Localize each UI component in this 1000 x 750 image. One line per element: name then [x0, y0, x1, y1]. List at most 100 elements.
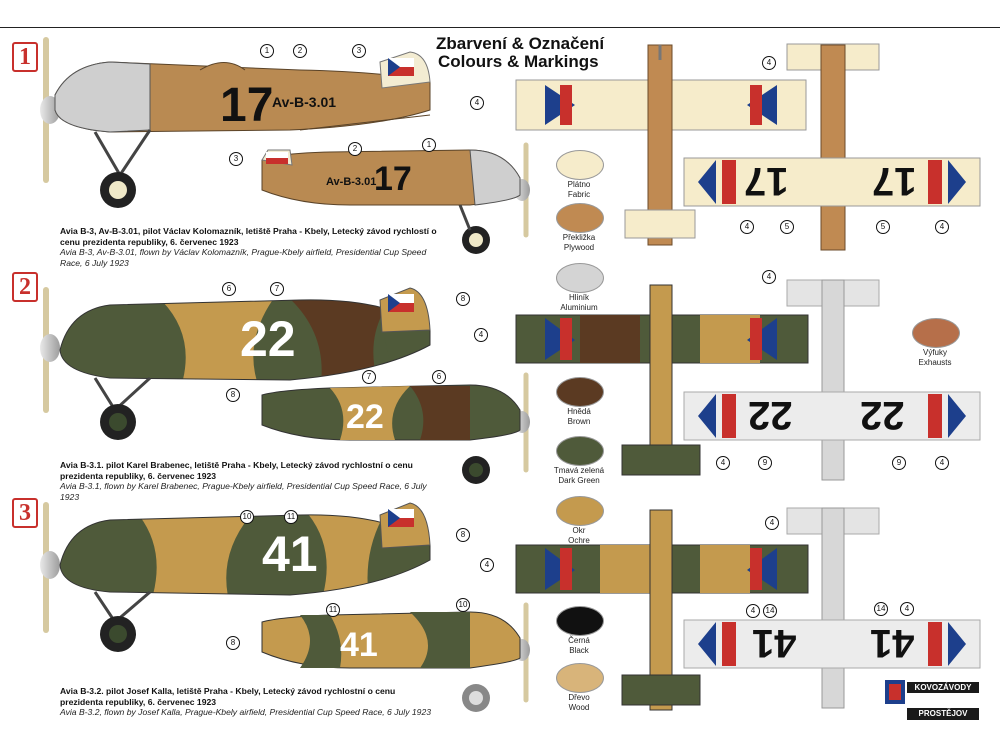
callout-7b: 7 [362, 370, 376, 384]
kovozavody-logo: KOVOZÁVODY PROSTĚJOV [885, 680, 979, 724]
profile-1-side-large [40, 37, 431, 208]
wing-number-1b: 17 [872, 159, 917, 203]
sheet-title-en: Colours & Markings [438, 52, 599, 71]
race-number-1-large: 17 [220, 79, 274, 132]
swatch-label-en: Aluminium [560, 302, 598, 312]
callout-4f: 4 [762, 270, 776, 284]
caption-2: Avia B-3.1. pilot Karel Brabenec, letišt… [60, 460, 440, 502]
profile-1-side-small [261, 142, 530, 254]
callout-6b: 6 [432, 370, 446, 384]
swatch-label-cz: Černá [568, 636, 590, 645]
callout-14b: 14 [874, 602, 888, 616]
swatch-label-cz: Hliník [568, 293, 589, 302]
logo-top-text: KOVOZÁVODY [907, 682, 979, 693]
profile-3-side-large [40, 502, 431, 652]
swatch-label-en: Plywood [563, 242, 595, 252]
swatch-black [556, 606, 604, 636]
callout-7a: 7 [270, 282, 284, 296]
swatch-label-en: Exhausts [918, 357, 952, 367]
callout-2b: 2 [348, 142, 362, 156]
callout-4k: 4 [746, 604, 760, 618]
swatch-label-cz: Okr [572, 526, 586, 535]
race-number-1-small: 17 [374, 160, 412, 198]
callout-8d: 8 [226, 636, 240, 650]
profile-badge-1: 1 [12, 42, 38, 72]
sheet-title-cz: Zbarvení & Označení [436, 34, 605, 53]
callout-1b: 1 [422, 138, 436, 152]
callout-4g: 4 [716, 456, 730, 470]
planform-2 [515, 279, 981, 481]
planform-3 [515, 507, 981, 711]
callout-4l: 4 [900, 602, 914, 616]
swatch-aluminium [556, 263, 604, 293]
swatch-label-en: Ochre [568, 535, 590, 545]
callout-10a: 10 [240, 510, 254, 524]
caption-2-en: Avia B-3.1, flown by Karel Brabenec, Pra… [60, 481, 427, 502]
swatch-label-cz: Dřevo [568, 693, 590, 702]
swatch-plywood [556, 203, 604, 233]
swatch-label-en: Black [569, 645, 589, 655]
profile-badge-3: 3 [12, 498, 38, 528]
swatch-dark-green [556, 436, 604, 466]
swatch-exhausts [912, 318, 960, 348]
profile-2-side-small [261, 372, 530, 484]
swatch-label-en: Dark Green [558, 475, 600, 485]
callout-3b: 3 [229, 152, 243, 166]
wing-number-3a: 41 [752, 621, 797, 665]
callout-4e: 4 [474, 328, 488, 342]
logo-emblem [885, 680, 905, 704]
callout-4h: 4 [935, 456, 949, 470]
callout-4c: 4 [740, 220, 754, 234]
callout-4i: 4 [480, 558, 494, 572]
callout-11a: 11 [284, 510, 298, 524]
swatch-wood [556, 663, 604, 693]
race-number-2-small: 22 [346, 398, 384, 436]
callout-5b: 5 [876, 220, 890, 234]
race-number-2-large: 22 [240, 311, 296, 367]
caption-1: Avia B-3, Av-B-3.01, pilot Václav Koloma… [60, 226, 440, 268]
logo-bottom-text: PROSTĚJOV [907, 708, 979, 720]
race-number-3-large: 41 [262, 526, 318, 582]
caption-1-cz: Avia B-3, Av-B-3.01, pilot Václav Koloma… [60, 226, 437, 247]
profile-2-side-large [40, 287, 431, 440]
swatch-label-cz: Výfuky [922, 348, 947, 357]
race-number-3-small: 41 [340, 626, 378, 664]
callout-11b: 11 [326, 603, 340, 617]
callout-2a: 2 [293, 44, 307, 58]
caption-3-cz: Avia B-3.2. pilot Josef Kalla, letiště P… [60, 686, 396, 707]
profile-3-side-small [261, 602, 530, 712]
swatch-ochre [556, 496, 604, 526]
swatch-label-cz: Plátno [567, 180, 591, 189]
callout-1a: 1 [260, 44, 274, 58]
callout-9a: 9 [758, 456, 772, 470]
callout-3a: 3 [352, 44, 366, 58]
callout-10b: 10 [456, 598, 470, 612]
serial-1-small: Av-B-3.01 [326, 176, 377, 188]
profile-badge-2: 2 [12, 272, 38, 302]
callout-9b: 9 [892, 456, 906, 470]
wing-number-3b: 41 [870, 621, 915, 665]
callout-4a: 4 [470, 96, 484, 110]
caption-2-cz: Avia B-3.1. pilot Karel Brabenec, letišt… [60, 460, 413, 481]
swatch-label-cz: Hnědá [567, 407, 591, 416]
wing-number-1a: 17 [744, 159, 789, 203]
wing-number-2b: 22 [860, 393, 905, 437]
callout-8a: 8 [456, 292, 470, 306]
planform-1 [515, 43, 981, 251]
callout-4j: 4 [765, 516, 779, 530]
callout-6a: 6 [222, 282, 236, 296]
caption-1-en: Avia B-3, Av-B-3.01, flown by Václav Kol… [60, 247, 427, 268]
swatch-label-cz: Tmavá zelená [553, 466, 605, 475]
caption-3-en: Avia B-3.2, flown by Josef Kalla, Prague… [60, 707, 432, 717]
